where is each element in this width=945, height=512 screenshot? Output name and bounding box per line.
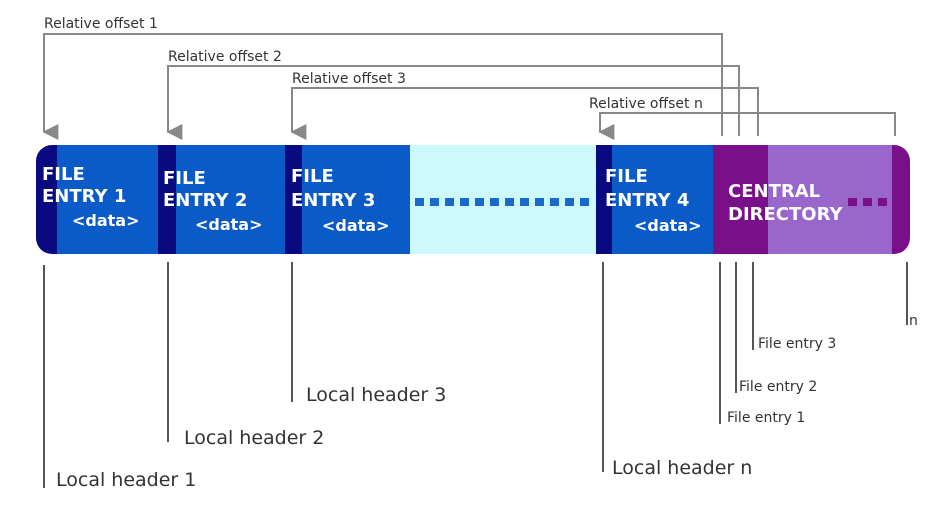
file-entry-3-line2: ENTRY 3 (291, 190, 375, 211)
file-entry-3-data: <data> (322, 216, 390, 235)
file-entry-1-line2: ENTRY 1 (42, 186, 126, 207)
local-header-n-label: Local header n (612, 457, 752, 479)
file-entry-4-data: <data> (634, 216, 702, 235)
file-entry-2-label: FILE ENTRY 2 <data> (163, 168, 263, 234)
file-entry-4-block (612, 145, 713, 254)
n-caption: n (909, 313, 918, 329)
file-entry-2-line2: ENTRY 2 (163, 190, 247, 211)
file-entry-1-data: <data> (72, 211, 140, 230)
central-directory-end-block (892, 145, 910, 254)
relative-offset-2-label: Relative offset 2 (168, 49, 282, 65)
relative-offset-2-arrow (166, 65, 740, 140)
file-entry-1-caption: File entry 1 (727, 410, 805, 426)
relative-offset-n-arrow (598, 112, 896, 140)
file-entry-1-block (57, 145, 158, 254)
file-entry-4-line2: ENTRY 4 (605, 190, 689, 211)
file-entry-4-line1: FILE (605, 166, 648, 187)
local-header-3-block (285, 145, 302, 254)
file-entry-2-block (176, 145, 285, 254)
local-header-2-label: Local header 2 (184, 427, 324, 449)
local-header-3-label: Local header 3 (306, 384, 446, 406)
local-header-n-block (596, 145, 612, 254)
central-directory-label: CENTRAL DIRECTORY (728, 181, 843, 225)
central-directory-line2: DIRECTORY (728, 204, 843, 225)
local-header-1-label: Local header 1 (56, 469, 196, 491)
relative-offset-n-label: Relative offset n (589, 96, 703, 112)
central-entry-lines (719, 262, 908, 424)
central-directory-header-block (713, 145, 768, 254)
local-header-1-block (36, 145, 57, 254)
file-entry-2-line1: FILE (163, 168, 206, 189)
file-entry-2-data: <data> (195, 215, 263, 234)
file-entry-1-label: FILE ENTRY 1 <data> (42, 164, 140, 230)
local-header-lines (43, 262, 604, 488)
file-entry-2-caption: File entry 2 (739, 379, 817, 395)
central-directory-line1: CENTRAL (728, 181, 820, 202)
offset-arrows (42, 33, 896, 140)
file-entry-1-line1: FILE (42, 164, 85, 185)
local-header-2-block (158, 145, 176, 254)
file-entry-4-label: FILE ENTRY 4 <data> (605, 166, 702, 235)
file-entry-3-caption: File entry 3 (758, 336, 836, 352)
relative-offset-1-arrow (42, 33, 723, 140)
file-entry-3-label: FILE ENTRY 3 <data> (291, 166, 390, 235)
file-entry-3-line1: FILE (291, 166, 334, 187)
relative-offset-1-label: Relative offset 1 (44, 16, 158, 32)
relative-offset-3-label: Relative offset 3 (292, 71, 406, 87)
file-entry-3-block (302, 145, 410, 254)
